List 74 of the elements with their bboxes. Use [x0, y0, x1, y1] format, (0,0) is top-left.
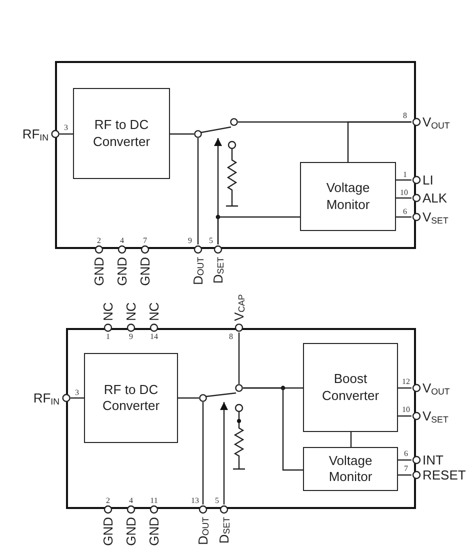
pin-number: 8: [403, 112, 407, 120]
block-label: Voltage Monitor: [328, 452, 374, 486]
function-block: [84, 353, 178, 443]
pin-number: 5: [215, 497, 219, 505]
wire: [217, 216, 300, 244]
pin-number: 14: [150, 333, 158, 341]
pin-label: V$_{OUT}$: [422, 382, 450, 394]
wire: [243, 387, 303, 471]
pin-number: 10: [400, 189, 408, 197]
pin-label: NC: [148, 302, 160, 320]
pin-number: 1: [403, 171, 407, 179]
function-block: [300, 162, 396, 231]
function-block: [73, 88, 170, 179]
wire: [396, 197, 412, 199]
wire: [396, 179, 412, 181]
wire: [350, 432, 352, 447]
pin-label: V$_{SET}$: [422, 410, 448, 422]
pin-label: NC: [102, 302, 114, 320]
chip-outline: [66, 328, 416, 509]
pin-label: ALK: [422, 192, 448, 204]
pin-label: GND: [148, 516, 160, 546]
wire: [178, 397, 199, 399]
wire: [347, 121, 412, 162]
pin-number: 3: [64, 124, 68, 132]
pin-number: 8: [229, 333, 233, 341]
arrow: [220, 402, 228, 504]
pin-label: V$_{SET}$: [422, 210, 448, 224]
wire: [197, 138, 199, 244]
pin-number: 2: [97, 237, 101, 245]
block-label: Boost Converter: [320, 371, 380, 404]
wire: [70, 397, 84, 399]
wire: [202, 402, 204, 504]
wire: [60, 133, 73, 135]
pin-label: GND: [124, 516, 138, 546]
pin-label: GND: [116, 256, 128, 286]
pin-number: 5: [209, 237, 213, 245]
pin-number: 9: [188, 237, 192, 245]
pin-label: V$_{OUT}$: [422, 116, 450, 128]
pin-number: 2: [106, 497, 110, 505]
function-block: [303, 447, 398, 491]
wire: [238, 332, 240, 384]
pin-number: 9: [129, 333, 133, 341]
pin-label: GND: [92, 256, 106, 286]
wire: [396, 216, 412, 218]
pin-label: RF$_{IN}$: [33, 392, 60, 404]
pin-label: RF$_{IN}$: [22, 128, 48, 140]
pin-number: 13: [191, 497, 199, 505]
wire: [170, 133, 194, 135]
pin-label: GND: [102, 516, 114, 546]
pin-label: RESET: [422, 468, 466, 482]
pin-number: 11: [150, 497, 158, 505]
block-label: RF to DC Converter: [101, 382, 161, 414]
pin-number: 7: [143, 237, 147, 245]
pin-number: 7: [404, 465, 408, 473]
function-block: [303, 343, 398, 432]
pin-label: NC: [124, 302, 138, 320]
pin-label: GND: [138, 256, 152, 286]
pin-label: LI: [422, 174, 434, 186]
wire: [398, 387, 412, 389]
wire: [398, 415, 412, 417]
wire: [398, 474, 412, 476]
pin-label: INT: [422, 454, 444, 466]
pin-number: 3: [75, 389, 79, 397]
block-label: RF to DC Converter: [92, 117, 152, 150]
pin-number: 12: [402, 378, 410, 386]
wire: [398, 459, 412, 461]
pin-number: 6: [404, 450, 408, 458]
pin-number: 4: [129, 497, 133, 505]
pin-number: 4: [120, 237, 124, 245]
block-label: Voltage Monitor: [325, 180, 371, 213]
chip-outline: [55, 61, 416, 249]
pin-number: 1: [106, 333, 110, 341]
pin-number: 10: [402, 406, 410, 414]
pin-number: 6: [403, 208, 407, 216]
